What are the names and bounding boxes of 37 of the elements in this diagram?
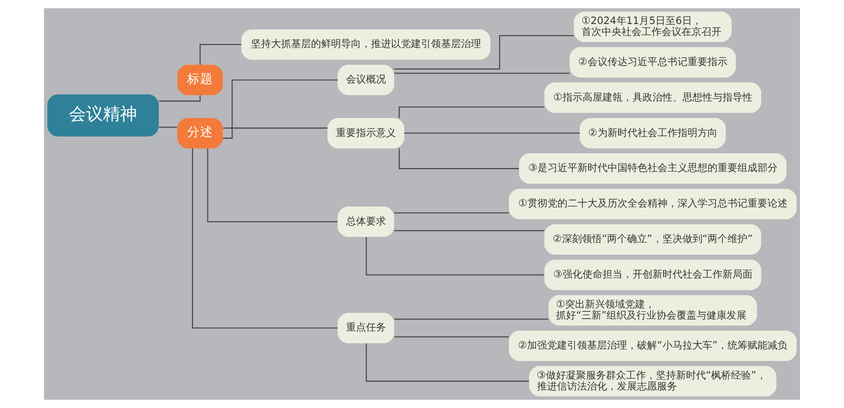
node-box: 总体要求: [338, 206, 394, 237]
connector: [398, 148, 519, 170]
node-box: ②深刻领悟“两个确立”，坚决做到“两个维护”: [544, 224, 762, 255]
connector: [200, 44, 242, 65]
connector: [223, 79, 338, 139]
connector: [158, 126, 178, 128]
connector: [366, 343, 529, 382]
node-box: ①2024年11月5日至6日，首次中央社会工作会议在京召开: [574, 12, 732, 42]
connector: [223, 128, 328, 129]
connector: [366, 237, 544, 276]
connector: [394, 212, 509, 214]
node-box: 重要指示意义: [328, 118, 404, 148]
node-box: ②加强党建引领基层治理，破解“小马拉大车”，统筹赋能减负: [508, 330, 797, 361]
connector: [404, 132, 580, 134]
node-box: ①贯彻党的二十大及历次全会精神，深入学习总书记重要论述: [508, 188, 797, 220]
node-box: ③是习近平新时代中国特色社会主义思想的重要组成部分: [519, 153, 786, 184]
connector: [207, 148, 338, 222]
node-box: 分述: [177, 118, 223, 148]
connector: [192, 148, 338, 329]
connector: [394, 336, 509, 338]
node-box: ③做好凝聚服务群众工作，坚持新时代“枫桥经验”，推进信访法治化，发展志愿服务: [529, 366, 776, 396]
node-box: ①突出新兴领域党建，抓好“三新”组织及行业协会覆盖与健康发展: [548, 295, 757, 326]
connector: [398, 106, 544, 118]
connector: [394, 35, 574, 70]
node-box: 标题: [177, 64, 223, 96]
connector: [394, 72, 570, 74]
node-box: ①指示高屋建瓴，具政治性、思想性与指导性: [544, 82, 762, 113]
node-box: 重点任务: [338, 312, 394, 344]
node-box: ②会议传达习近平总书记重要指示: [570, 47, 736, 78]
node-box: 坚持大抓基层的鲜明导向，推进以党建引领基层治理: [241, 29, 490, 60]
node-box: 会议概况: [338, 64, 394, 96]
node-box: 会议精神: [47, 94, 159, 136]
node-box: ②为新时代社会工作指明方向: [580, 118, 726, 148]
node-box: ③强化使命担当，开创新时代社会工作新局面: [544, 260, 762, 290]
connector: [394, 318, 548, 320]
connector: [394, 230, 544, 232]
connector: [158, 95, 201, 102]
